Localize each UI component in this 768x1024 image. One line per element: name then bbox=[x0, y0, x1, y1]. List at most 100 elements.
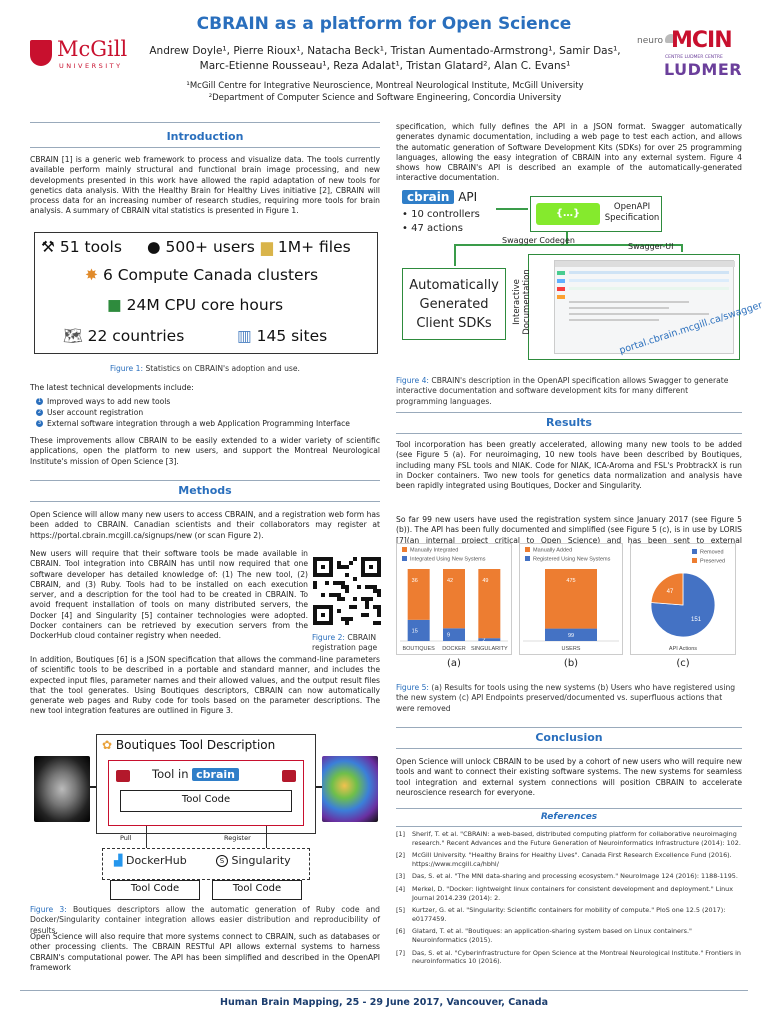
pull-label: Pull bbox=[120, 834, 132, 842]
stat-files-text: 1M+ files bbox=[277, 238, 351, 256]
figure-2-caption-text: CBRAIN registration page bbox=[312, 633, 378, 653]
interactive-text: Interactive bbox=[512, 279, 522, 325]
legend-label: Integrated Using New Systems bbox=[410, 557, 486, 563]
reference-item: [5]Kurtzer, G. et al. "Singularity: Scie… bbox=[396, 906, 742, 923]
conclusion-paragraph: Open Science will unlock CBRAIN to be us… bbox=[396, 757, 742, 797]
stat-sites: ▥ 145 sites bbox=[237, 327, 327, 345]
singularity-text: Singularity bbox=[231, 854, 291, 867]
ludmer-logo: CENTRE LUDMER CENTRE LUDMER bbox=[660, 55, 746, 79]
methods-bottom-rule bbox=[30, 501, 380, 502]
legend-swatch bbox=[692, 549, 697, 554]
figure-3-caption-text: Boutiques descriptors allow the automati… bbox=[30, 905, 380, 935]
affiliation-1: ¹McGill Centre for Integrative Neuroscie… bbox=[186, 81, 584, 91]
figure-5-label: Figure 5: bbox=[396, 683, 429, 692]
affiliations: ¹McGill Centre for Integrative Neuroscie… bbox=[130, 80, 640, 104]
specification-text: Specification bbox=[604, 213, 660, 223]
data-label: 151 bbox=[691, 617, 702, 623]
figure-1-caption-text: Statistics on CBRAIN's adoption and use. bbox=[143, 364, 300, 373]
figure-4-label: Figure 4: bbox=[396, 376, 429, 385]
reference-number: [3] bbox=[396, 872, 406, 881]
mcgill-logo: McGill UNIVERSITY bbox=[30, 37, 140, 74]
legend-swatch bbox=[525, 556, 530, 561]
data-label: 36 bbox=[412, 578, 418, 584]
cluster-icon: ✸ bbox=[85, 266, 98, 284]
list-number-icon: 3 bbox=[36, 420, 43, 427]
figure-2-label: Figure 2: bbox=[312, 633, 345, 642]
brain-processed-image bbox=[322, 756, 378, 822]
developments-intro: The latest technical developments includ… bbox=[30, 383, 194, 392]
reference-text: McGill University. "Healthy Brains for H… bbox=[412, 851, 732, 868]
tool-in-label: Tool in cbrain bbox=[152, 767, 239, 781]
tick-label: BOUTIQUES bbox=[402, 646, 435, 652]
api-controllers: • 10 controllers bbox=[402, 209, 480, 220]
poster-title: CBRAIN as a platform for Open Science bbox=[196, 14, 572, 34]
tool-code-left-label: Tool Code bbox=[130, 883, 180, 894]
reference-item: [1]Sherif, T. et al. "CBRAIN: a web-base… bbox=[396, 830, 742, 847]
data-label: 9 bbox=[447, 633, 450, 639]
development-item: 3 External software integration through a… bbox=[36, 418, 380, 429]
stat-clusters: ✸ 6 Compute Canada clusters bbox=[85, 266, 318, 284]
bar bbox=[478, 638, 501, 641]
legend-label: Preserved bbox=[700, 559, 725, 565]
legend-swatch bbox=[402, 547, 407, 552]
boutiques-title-text: Boutiques Tool Description bbox=[115, 738, 276, 752]
reference-item: [3] Das, S. et al. "The MNI data-sharing … bbox=[396, 872, 742, 881]
development-item-text: User account registration bbox=[47, 408, 144, 417]
neuro-bulb-icon bbox=[664, 34, 677, 43]
tick-label: SINGULARITY bbox=[471, 646, 508, 652]
panel-label-c: (c) bbox=[676, 658, 690, 669]
legend-label: Manually Integrated bbox=[410, 548, 458, 554]
swagger-ui-screenshot bbox=[554, 260, 735, 354]
data-label: 47 bbox=[667, 589, 674, 595]
bar bbox=[545, 569, 597, 629]
swagger-text: swagger bbox=[544, 230, 592, 241]
development-item-text: External software integration through a … bbox=[47, 419, 350, 428]
x-axis-label: API Actions bbox=[669, 646, 697, 652]
references-bottom-rule bbox=[396, 826, 742, 827]
neuro-logo-text: neuro bbox=[637, 36, 663, 46]
api-actions: • 47 actions bbox=[402, 223, 463, 234]
stat-tools: ⚒ 51 tools bbox=[41, 238, 122, 256]
cbrain-logo: cbrain bbox=[192, 768, 239, 781]
cbrain-api-title: cbrain API bbox=[402, 190, 477, 204]
hospital-icon: ▥ bbox=[237, 327, 252, 345]
api-text: API bbox=[458, 190, 478, 204]
results-paragraph-1: Tool incorporation has been greatly acce… bbox=[396, 440, 742, 491]
intro-bottom-rule bbox=[30, 147, 380, 148]
client-sdk-label: Automatically Generated Client SDKs bbox=[402, 276, 506, 333]
legend-label: Manually Added bbox=[533, 548, 572, 554]
reference-text: Das, S. et al. "The MNI data-sharing and… bbox=[412, 872, 738, 881]
stat-tools-text: 51 tools bbox=[59, 238, 122, 256]
dockerhub-label: ▟ DockerHub bbox=[114, 854, 187, 867]
boutiques-logo-icon: ✿ bbox=[102, 738, 113, 752]
methods-paragraph-3: In addition, Boutiques [6] is a JSON spe… bbox=[30, 655, 380, 716]
registration-qr-code[interactable] bbox=[312, 556, 381, 625]
data-label: 15 bbox=[412, 628, 418, 634]
reference-number: [7] bbox=[396, 948, 406, 957]
bar bbox=[407, 569, 430, 620]
neuro-logo: neuro bbox=[637, 34, 677, 46]
legend-swatch bbox=[402, 556, 407, 561]
legend-label: Registered Using New Systems bbox=[533, 557, 611, 563]
stat-clusters-text: 6 Compute Canada clusters bbox=[102, 266, 319, 284]
api-stats: • 10 controllers • 47 actions bbox=[402, 208, 480, 236]
api-paragraph: specification, which fully defines the A… bbox=[396, 122, 742, 183]
client-sdk-box bbox=[402, 268, 506, 340]
reference-number: [2] bbox=[396, 851, 406, 860]
tool-code-right-box bbox=[212, 880, 302, 900]
singularity-label: S Singularity bbox=[216, 854, 291, 867]
figure-1-caption: Figure 1: Statistics on CBRAIN's adoptio… bbox=[30, 364, 380, 374]
affiliation-2: ²Department of Computer Science and Soft… bbox=[208, 93, 562, 103]
reference-number: [5] bbox=[396, 906, 406, 915]
stat-users-text: 500+ users bbox=[165, 238, 255, 256]
list-number-icon: 1 bbox=[36, 398, 43, 405]
mcin-logo: MCIN bbox=[671, 28, 733, 53]
reference-item: [4]Merkel, D. "Docker: lightweight linux… bbox=[396, 885, 742, 902]
conclusion-bottom-rule bbox=[396, 748, 742, 749]
tick-label: DOCKER bbox=[442, 646, 466, 652]
client-sdk-line-2: Generated bbox=[419, 297, 489, 312]
results-heading: Results bbox=[546, 416, 592, 429]
